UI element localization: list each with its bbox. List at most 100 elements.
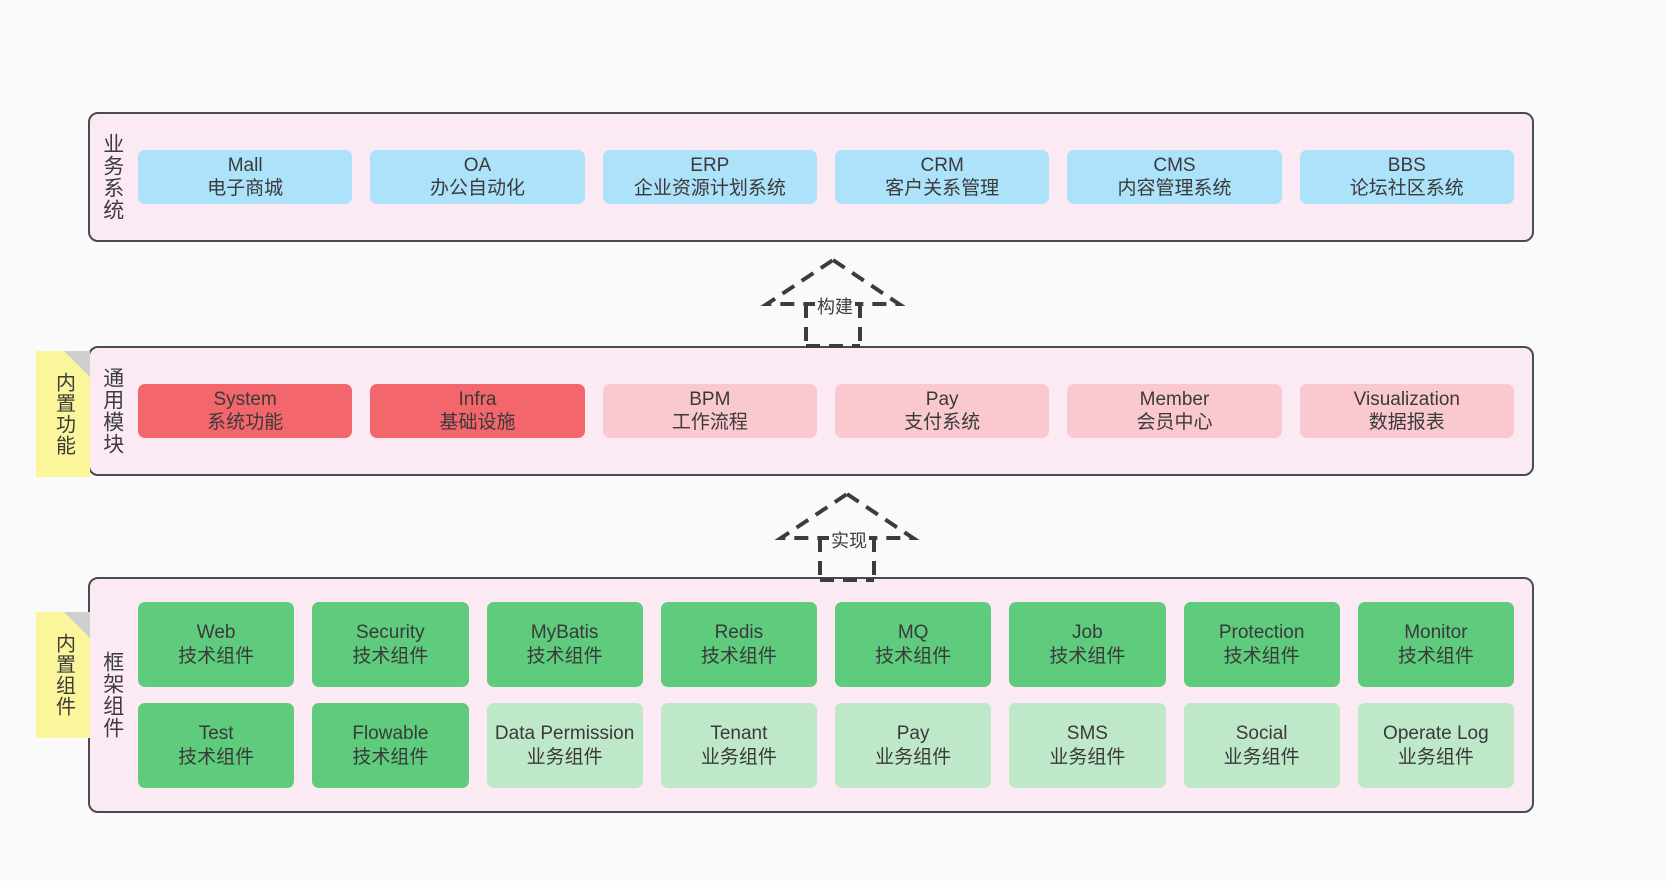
card-bpm[interactable]: BPM 工作流程: [602, 383, 817, 439]
card-data-permission[interactable]: Data Permission 业务组件: [486, 703, 643, 788]
card-title: OA: [463, 154, 492, 176]
card-title: System: [213, 388, 277, 410]
card-pay-component[interactable]: Pay 业务组件: [835, 703, 992, 788]
connector-build: 构建: [753, 256, 913, 348]
card-title: Monitor: [1404, 622, 1468, 644]
sticky-note-text: 内置功能: [52, 372, 75, 456]
card-title: CRM: [920, 154, 964, 176]
card-oa[interactable]: OA 办公自动化: [370, 149, 585, 205]
card-subtitle: 企业资源计划系统: [633, 178, 786, 199]
card-test[interactable]: Test 技术组件: [138, 703, 295, 788]
card-title: Test: [198, 723, 234, 745]
fold-corner-icon: [64, 351, 90, 377]
card-row: System 系统功能 Infra 基础设施 BPM 工作流程 Pay 支付系统…: [138, 383, 1514, 439]
card-title: Social: [1235, 723, 1288, 745]
card-sms[interactable]: SMS 业务组件: [1009, 703, 1166, 788]
card-subtitle: 内容管理系统: [1117, 178, 1232, 199]
card-social[interactable]: Social 业务组件: [1183, 703, 1340, 788]
card-subtitle: 技术组件: [1223, 645, 1300, 667]
card-subtitle: 基础设施: [439, 412, 516, 433]
card-monitor[interactable]: Monitor 技术组件: [1357, 602, 1514, 687]
layer-body-framework-components: Web 技术组件 Security 技术组件 MyBatis 技术组件 Redi…: [134, 579, 1532, 811]
connector-implement-label: 实现: [829, 527, 869, 553]
layer-caption-framework-components: 框架组件: [100, 651, 124, 739]
card-subtitle: 业务组件: [1223, 746, 1300, 768]
card-title: Data Permission: [494, 723, 635, 745]
card-title: Job: [1072, 622, 1103, 644]
card-row: Web 技术组件 Security 技术组件 MyBatis 技术组件 Redi…: [138, 602, 1514, 687]
card-mall[interactable]: Mall 电子商城: [138, 149, 353, 205]
card-flowable[interactable]: Flowable 技术组件: [312, 703, 469, 788]
card-subtitle: 业务组件: [1049, 746, 1126, 768]
card-subtitle: 技术组件: [178, 645, 255, 667]
layer-business-systems: 业务系统 Mall 电子商城 OA 办公自动化 ERP 企业资源计划系统 CRM…: [88, 112, 1534, 242]
layer-body-common-modules: System 系统功能 Infra 基础设施 BPM 工作流程 Pay 支付系统…: [134, 348, 1532, 474]
card-title: Member: [1139, 388, 1210, 410]
card-subtitle: 技术组件: [352, 746, 429, 768]
card-web[interactable]: Web 技术组件: [138, 602, 295, 687]
card-title: MyBatis: [530, 622, 599, 644]
card-tenant[interactable]: Tenant 业务组件: [660, 703, 817, 788]
card-protection[interactable]: Protection 技术组件: [1183, 602, 1340, 687]
card-title: Security: [356, 622, 425, 644]
card-operate-log[interactable]: Operate Log 业务组件: [1357, 703, 1514, 788]
card-title: SMS: [1066, 723, 1108, 745]
card-redis[interactable]: Redis 技术组件: [660, 602, 817, 687]
sticky-note-text: 内置组件: [52, 633, 75, 717]
card-visualization[interactable]: Visualization 数据报表: [1299, 383, 1514, 439]
card-title: Visualization: [1353, 388, 1460, 410]
card-title: Web: [196, 622, 236, 644]
card-subtitle: 技术组件: [526, 645, 603, 667]
card-bbs[interactable]: BBS 论坛社区系统: [1299, 149, 1514, 205]
card-mq[interactable]: MQ 技术组件: [835, 602, 992, 687]
layer-body-business-systems: Mall 电子商城 OA 办公自动化 ERP 企业资源计划系统 CRM 客户关系…: [134, 114, 1532, 240]
card-subtitle: 技术组件: [875, 645, 952, 667]
card-title: MQ: [897, 622, 929, 644]
card-job[interactable]: Job 技术组件: [1009, 602, 1166, 687]
layer-framework-components: 框架组件 Web 技术组件 Security 技术组件 MyBatis 技术组件…: [88, 577, 1534, 813]
card-subtitle: 技术组件: [700, 645, 777, 667]
card-title: Redis: [714, 622, 764, 644]
card-pay-module[interactable]: Pay 支付系统: [834, 383, 1050, 439]
card-crm[interactable]: CRM 客户关系管理: [834, 149, 1050, 205]
card-erp[interactable]: ERP 企业资源计划系统: [602, 149, 817, 205]
card-subtitle: 技术组件: [178, 746, 255, 768]
card-title: ERP: [690, 154, 730, 176]
card-subtitle: 会员中心: [1136, 412, 1213, 433]
layer-caption-common-modules: 通用模块: [100, 367, 124, 455]
card-title: Operate Log: [1383, 723, 1489, 745]
card-subtitle: 论坛社区系统: [1349, 178, 1464, 199]
layer-common-modules: 通用模块 System 系统功能 Infra 基础设施 BPM 工作流程 Pay…: [88, 346, 1534, 476]
card-subtitle: 技术组件: [1397, 645, 1474, 667]
card-subtitle: 客户关系管理: [885, 178, 1000, 199]
card-cms[interactable]: CMS 内容管理系统: [1067, 149, 1282, 205]
card-infra[interactable]: Infra 基础设施: [370, 383, 585, 439]
card-mybatis[interactable]: MyBatis 技术组件: [486, 602, 643, 687]
card-title: Mall: [227, 154, 263, 176]
card-row: Test 技术组件 Flowable 技术组件 Data Permission …: [138, 703, 1514, 788]
card-title: CMS: [1153, 154, 1196, 176]
card-subtitle: 工作流程: [671, 412, 748, 433]
card-title: Infra: [458, 388, 497, 410]
sticky-note-builtin-components: 内置组件: [36, 612, 90, 738]
sticky-note-builtin-features: 内置功能: [36, 351, 90, 477]
fold-corner-icon: [64, 612, 90, 638]
card-subtitle: 系统功能: [207, 412, 284, 433]
card-title: BBS: [1387, 154, 1426, 176]
card-subtitle: 业务组件: [1397, 746, 1474, 768]
card-subtitle: 业务组件: [700, 746, 777, 768]
card-member[interactable]: Member 会员中心: [1067, 383, 1282, 439]
card-subtitle: 支付系统: [904, 412, 981, 433]
connector-implement: 实现: [767, 490, 927, 582]
card-subtitle: 业务组件: [875, 746, 952, 768]
card-title: Pay: [896, 723, 930, 745]
card-subtitle: 数据报表: [1368, 412, 1445, 433]
card-security[interactable]: Security 技术组件: [312, 602, 469, 687]
layer-caption-business-systems: 业务系统: [100, 133, 124, 221]
card-title: Protection: [1218, 622, 1305, 644]
card-title: Pay: [925, 388, 959, 410]
card-subtitle: 业务组件: [526, 746, 603, 768]
card-system[interactable]: System 系统功能: [138, 383, 353, 439]
card-title: BPM: [689, 388, 731, 410]
